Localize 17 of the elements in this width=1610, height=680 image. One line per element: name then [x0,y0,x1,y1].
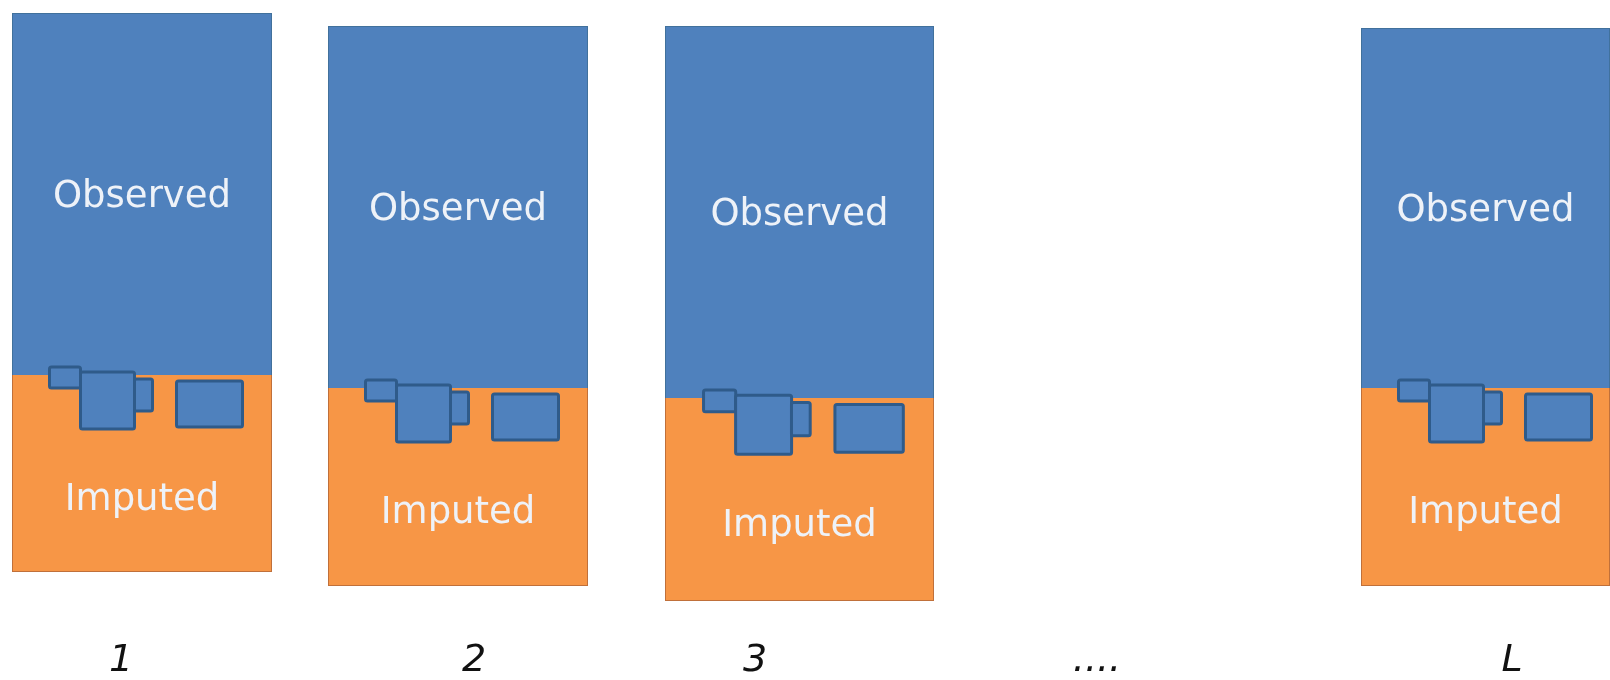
block-label: Imputed [380,489,536,532]
observed-block [1361,28,1610,388]
observed-block [12,13,272,375]
block-label: Observed [710,191,889,234]
block-label: Imputed [722,501,877,545]
block-label: Imputed [64,475,220,519]
block-label: Imputed [1408,489,1563,532]
dataset-index: 3 [742,636,768,680]
observed-block [665,26,934,398]
block-label: Observed [1396,187,1575,230]
dataset-index: 1 [108,636,134,680]
block-label: Observed [53,173,231,216]
dataset-index: L [1501,636,1523,680]
dataset-index: 2 [461,636,487,680]
block-label: Observed [369,186,547,229]
observed-block [328,26,588,388]
dataset-index: .... [1072,636,1122,680]
